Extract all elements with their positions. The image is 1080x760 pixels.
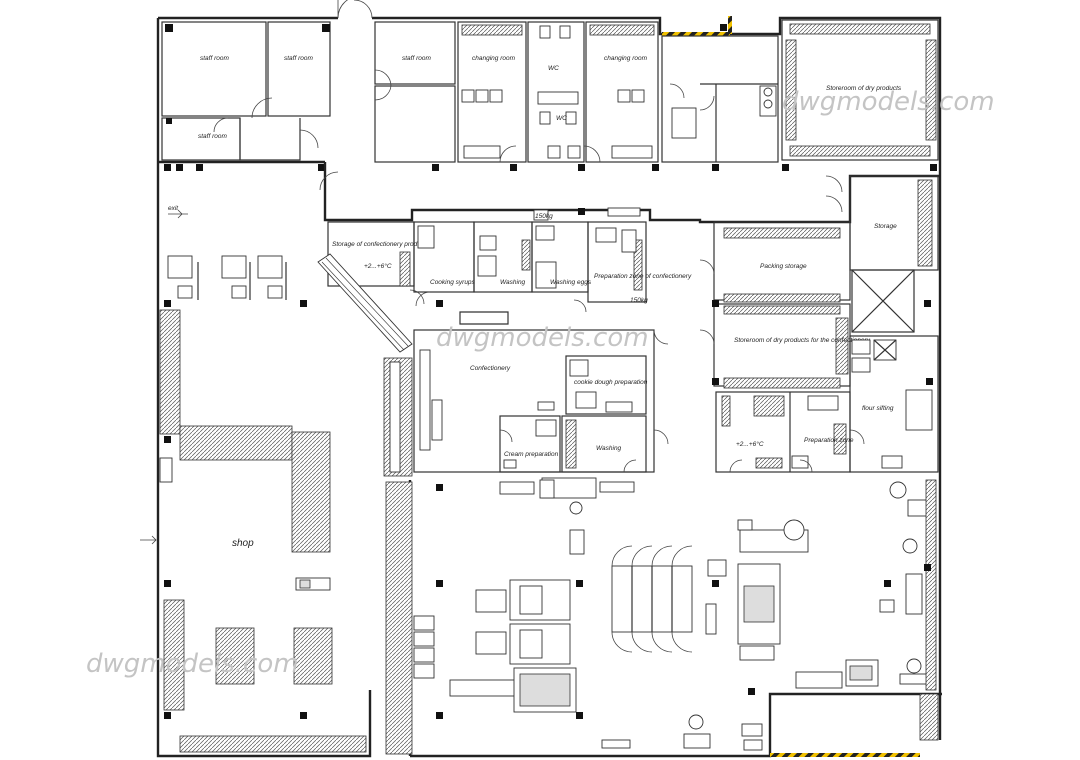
label-cooking-syrups: Cooking syrups [430, 279, 476, 286]
prep-zone-block [715, 391, 851, 473]
label-cream-prep: Cream preparation [504, 451, 559, 458]
confectionery-hall [383, 329, 669, 477]
label-staff-room-1: staff room [200, 55, 229, 62]
flour-sifting-block [849, 335, 939, 473]
watermark-center: dwgmodels.com [436, 323, 649, 353]
production-hall [413, 477, 939, 751]
label-scale-2: 150kg [630, 297, 648, 304]
diagonal-conveyor [317, 253, 413, 353]
label-wc-2: WC [556, 115, 567, 122]
hazard-stripe-top [662, 32, 730, 36]
label-staff-room-3: staff room [198, 133, 227, 140]
label-washing-2: Washing [596, 445, 622, 452]
label-flour-sifting: flour sifting [862, 405, 894, 412]
label-prep-zone: Preparation zone [804, 437, 854, 444]
label-washing-1: Washing [500, 279, 526, 286]
prep-rooms-row [413, 207, 647, 325]
watermark-top-right: dwgmodels.com [782, 87, 995, 117]
entry-area [661, 35, 779, 163]
shop-area [140, 255, 413, 755]
changing-block [318, 21, 937, 171]
packing-block [699, 221, 851, 389]
label-prep-zone-conf: Preparation zone of confectionery [594, 273, 692, 280]
label-shop: shop [232, 538, 254, 549]
label-staff-room-4: staff room [402, 55, 431, 62]
label-storeroom-dry-conf: Storeroom of dry products for the confec… [734, 337, 871, 344]
label-changing-room-1: changing room [472, 55, 516, 62]
watermark-bottom-left: dwgmodels.com [86, 649, 299, 679]
label-storeroom-dry: Storeroom of dry products [826, 85, 902, 92]
main-entrance-door [337, 0, 349, 19]
label-temp-1: +2...+6°C [364, 262, 392, 270]
label-washing-eggs: Washing eggs [550, 279, 592, 286]
label-confectionery: Confectionery [470, 365, 511, 372]
columns [164, 164, 933, 719]
staff-rooms [161, 21, 331, 161]
label-cookie-dough: cookie dough preparation [574, 379, 648, 386]
storeroom-dry-block [781, 19, 939, 161]
label-wc-1: WC [548, 65, 559, 72]
label-storage-confectionery: Storage of confectionery products [332, 241, 430, 248]
label-scale-1: 150kg [535, 213, 553, 220]
label-temp-2: +2...+6°C [736, 440, 764, 448]
label-exit: exit [168, 205, 179, 212]
label-changing-room-2: changing room [604, 55, 648, 62]
label-storage: Storage [874, 223, 897, 230]
hazard-stripe-top-2 [728, 16, 732, 34]
label-staff-room-2: staff room [284, 55, 313, 62]
storage-block [849, 175, 939, 333]
hazard-stripe-bottom [770, 753, 920, 757]
label-packing-storage: Packing storage [760, 263, 807, 270]
